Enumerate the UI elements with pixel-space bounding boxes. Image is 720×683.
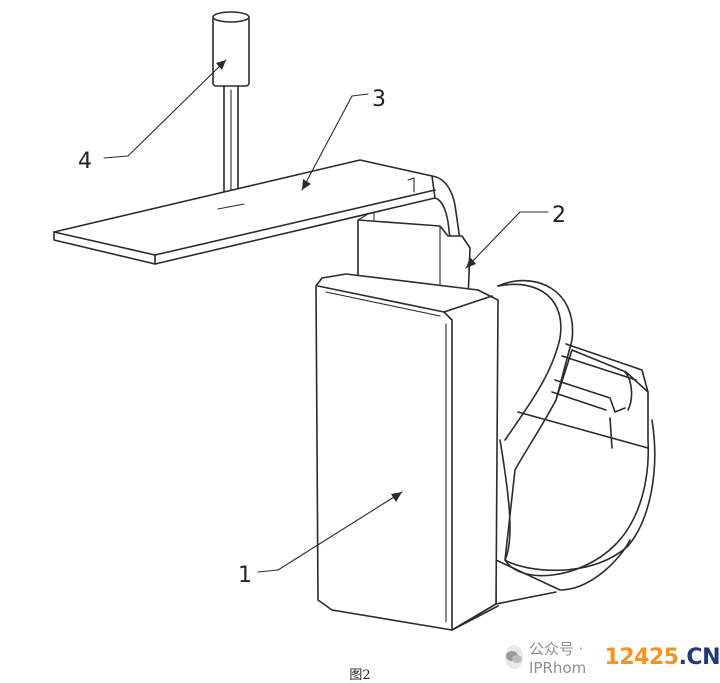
watermark: 公众号 · IPRhom 12425.CN bbox=[505, 639, 720, 677]
logo-number: 12425 bbox=[604, 644, 680, 670]
site-logo: 12425.CN bbox=[605, 645, 720, 670]
wechat-icon bbox=[505, 645, 523, 669]
part-3-plate bbox=[53, 159, 461, 265]
leader-lines bbox=[103, 59, 549, 573]
watermark-source: 公众号 · IPRhom bbox=[529, 639, 587, 677]
part-4-pin bbox=[212, 11, 250, 213]
part-1-block bbox=[315, 273, 499, 631]
callout-2: 2 bbox=[552, 203, 566, 228]
holder-body bbox=[495, 279, 656, 605]
callout-1: 1 bbox=[238, 563, 252, 588]
figure-caption: 图2 bbox=[349, 668, 371, 683]
callout-3: 3 bbox=[372, 87, 386, 112]
logo-suffix: .CN bbox=[678, 644, 720, 670]
callout-4: 4 bbox=[78, 149, 92, 174]
